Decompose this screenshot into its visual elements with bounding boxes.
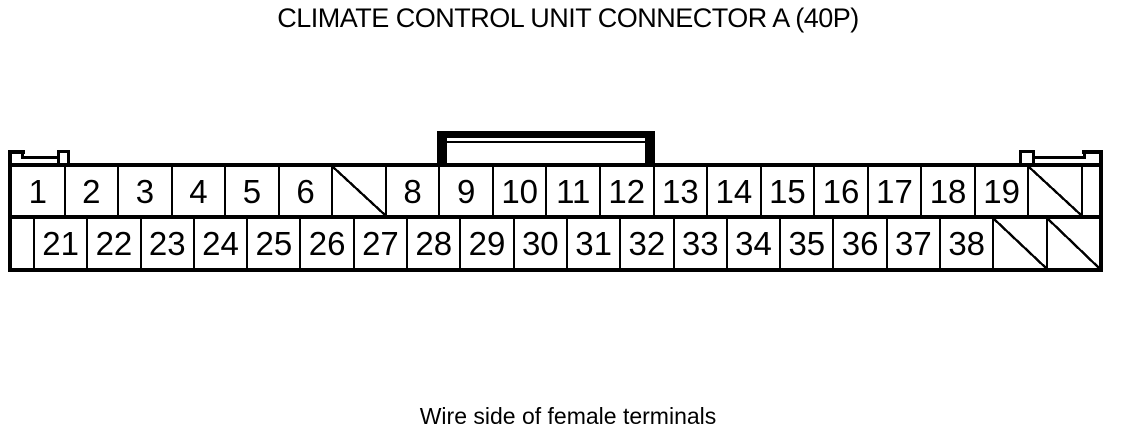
- terminal-cell-27: 27: [352, 219, 406, 268]
- terminal-cell-29: 29: [459, 219, 512, 268]
- terminal-cell-3: 3: [117, 167, 171, 215]
- terminal-cell-5: 5: [224, 167, 278, 215]
- housing-tab-left: [57, 150, 70, 163]
- housing-lip-left: [8, 150, 25, 167]
- terminal-cell-35: 35: [779, 219, 832, 268]
- terminal-cell-33: 33: [672, 219, 726, 268]
- terminal-cell-30: 30: [512, 219, 566, 268]
- terminal-cell-31: 31: [565, 219, 619, 268]
- terminal-cell-23: 23: [139, 219, 193, 268]
- terminal-cell-36: 36: [832, 219, 885, 268]
- housing-recess-right: [1035, 156, 1083, 159]
- housing-lip-right: [1082, 150, 1103, 167]
- terminal-cell-4: 4: [170, 167, 225, 215]
- terminal-cell-11: 11: [545, 167, 599, 215]
- connector-latch-inner-line: [447, 141, 645, 143]
- terminal-cell-2: 2: [63, 167, 118, 215]
- terminal-cell-13: 13: [652, 167, 707, 215]
- housing-step-right: [1083, 150, 1086, 159]
- terminal-cell-22: 22: [86, 219, 139, 268]
- terminal-cell-12: 12: [599, 167, 653, 215]
- terminal-cell-18: 18: [920, 167, 974, 215]
- housing-tab-right: [1019, 150, 1035, 163]
- blocked-cell: [1027, 167, 1081, 215]
- housing-step-left: [21, 150, 24, 159]
- terminal-cell-21: 21: [42, 225, 79, 262]
- terminal-cell-32: 32: [619, 219, 672, 268]
- terminal-cell-16: 16: [813, 167, 867, 215]
- terminal-cell-25: 25: [246, 219, 299, 268]
- terminal-cell-15: 15: [759, 167, 814, 215]
- terminal-cell-6: 6: [277, 167, 332, 215]
- connector-latch: [437, 131, 655, 163]
- terminal-cell-1: 1: [28, 172, 47, 210]
- terminal-cell-26: 26: [299, 219, 352, 268]
- terminal-cell-19: 19: [973, 167, 1028, 215]
- terminal-cell-37: 37: [885, 219, 939, 268]
- terminal-cell-28: 28: [406, 219, 459, 268]
- terminal-cell-9: 9: [438, 167, 492, 215]
- caption: Wire side of female terminals: [419, 403, 717, 429]
- terminal-cell-17: 17: [866, 167, 921, 215]
- housing-recess-left: [23, 156, 57, 159]
- blocked-cell: [331, 167, 385, 215]
- terminal-cell-14: 14: [706, 167, 760, 215]
- blocked-cell: [992, 219, 1046, 268]
- diagram-title: CLIMATE CONTROL UNIT CONNECTOR A (40P): [277, 3, 859, 33]
- row-divider: [12, 215, 1099, 219]
- terminal-cell-10: 10: [491, 167, 546, 215]
- blocked-cell: [1045, 219, 1099, 268]
- terminal-cell-34: 34: [725, 219, 779, 268]
- terminal-cell-8: 8: [384, 167, 439, 215]
- terminal-cell-24: 24: [192, 219, 246, 268]
- terminal-cell-38: 38: [939, 219, 992, 268]
